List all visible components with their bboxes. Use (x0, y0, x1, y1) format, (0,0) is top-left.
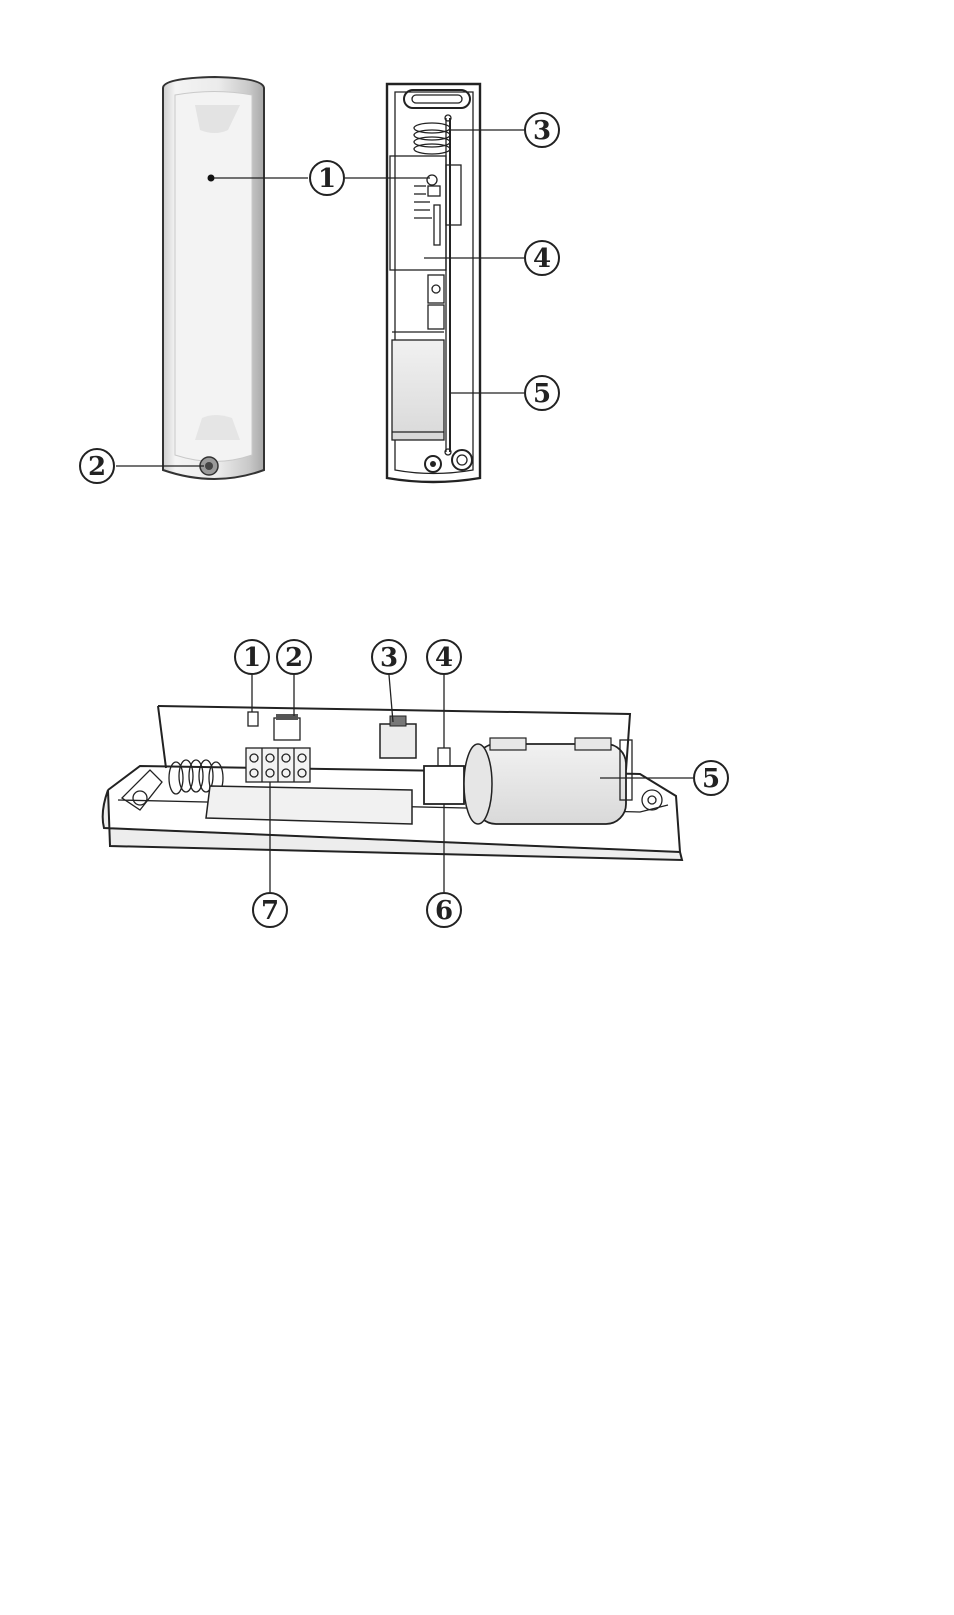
svg-text:4: 4 (435, 643, 453, 673)
terminal-block-icon (246, 748, 310, 782)
svg-text:2: 2 (285, 643, 303, 673)
svg-text:6: 6 (435, 896, 453, 926)
svg-text:3: 3 (380, 643, 398, 673)
svg-text:1: 1 (318, 164, 336, 194)
sensor-open-housing (387, 84, 480, 482)
svg-text:7: 7 (261, 896, 279, 926)
callout-bottom-4: 4 (427, 640, 461, 674)
svg-text:5: 5 (702, 764, 720, 794)
callout-top-5: 5 (525, 376, 559, 410)
callout-top-4: 4 (525, 241, 559, 275)
sensor-front-cover (163, 77, 264, 479)
callout-top-2: 2 (80, 449, 114, 483)
sensor-perspective-housing (103, 706, 682, 860)
callout-bottom-2: 2 (277, 640, 311, 674)
svg-text:1: 1 (243, 643, 261, 673)
callout-bottom-1: 1 (235, 640, 269, 674)
battery-icon (464, 738, 626, 824)
callout-top-1: 1 (310, 161, 344, 195)
cover-point-1 (208, 175, 215, 182)
battery-top-view (392, 340, 444, 440)
callout-bottom-6: 6 (427, 893, 461, 927)
callout-bottom-5: 5 (694, 761, 728, 795)
svg-text:2: 2 (88, 452, 106, 482)
callout-top-3: 3 (525, 113, 559, 147)
svg-text:4: 4 (533, 244, 551, 274)
svg-text:5: 5 (533, 379, 551, 409)
callout-bottom-3: 3 (372, 640, 406, 674)
callout-bottom-7: 7 (253, 893, 287, 927)
svg-text:3: 3 (533, 116, 551, 146)
